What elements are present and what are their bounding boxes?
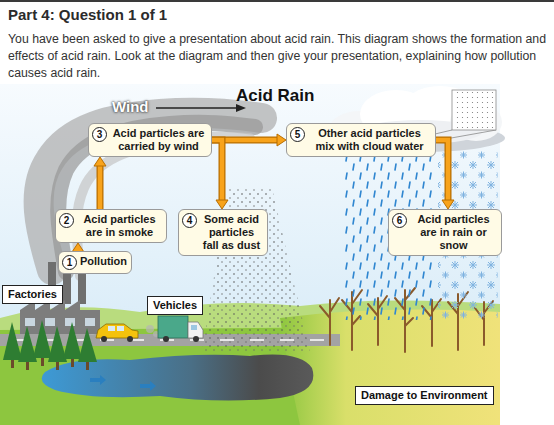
callout-box: 4Some acid particles fall as dust [178, 209, 268, 256]
callout-text: Other acid particles mix with cloud wate… [308, 127, 431, 153]
flow-arrow [212, 140, 228, 209]
callout-box: 1Pollution [58, 251, 132, 274]
callout-text: Acid particles are in rain or snow [410, 213, 497, 252]
callout-number: 1 [62, 255, 77, 270]
arrowhead [442, 200, 454, 209]
damaged-ground [280, 310, 500, 425]
callout-text: Some acid particles fall as dust [200, 213, 263, 252]
arrow-outline [97, 166, 104, 209]
page-heading: Part 4: Question 1 of 1 [8, 6, 167, 24]
flow-arrow [436, 140, 454, 209]
wind-arrow [156, 104, 246, 112]
callout-text: Pollution [80, 255, 127, 268]
flow-arrow [94, 157, 106, 209]
arrowhead [216, 200, 228, 209]
box-label: Vehicles [153, 299, 197, 311]
callout-text: Acid particles are carried by wind [110, 127, 207, 153]
callout-number: 5 [290, 127, 305, 142]
arrowhead [277, 134, 286, 146]
car [96, 324, 138, 342]
box-label: Damage to Environment [361, 389, 488, 401]
arrow-body [436, 140, 448, 200]
label-box: Vehicles [147, 296, 203, 315]
arrow-outline [212, 140, 222, 200]
callout-box: 3Acid particles are carried by wind [88, 123, 212, 157]
arrow-body [98, 166, 103, 209]
arrow-body [212, 140, 222, 200]
arrowhead [94, 157, 106, 166]
callout-box: 2Acid particles are in smoke [55, 209, 167, 243]
callout-number: 6 [392, 213, 407, 228]
wind-label: Wind [112, 98, 149, 116]
truck [158, 316, 203, 342]
box-label: Factories [8, 288, 57, 300]
callout-number: 2 [59, 213, 74, 228]
arrow-outline [436, 140, 448, 200]
instructions: You have been asked to give a presentati… [8, 31, 550, 82]
fish-arrows [90, 375, 156, 391]
label-box: Damage to Environment [355, 386, 494, 405]
callout-box: 5Other acid particles mix with cloud wat… [286, 123, 436, 157]
diagram-title: Acid Rain [236, 86, 314, 106]
callout-box: 6Acid particles are in rain or snow [388, 209, 502, 256]
callout-number: 3 [92, 127, 107, 142]
callout-text: Acid particles are in smoke [77, 213, 162, 239]
callout-number: 4 [182, 213, 197, 228]
label-box: Factories [2, 285, 63, 304]
top-rule [0, 0, 554, 2]
trees [3, 320, 97, 370]
